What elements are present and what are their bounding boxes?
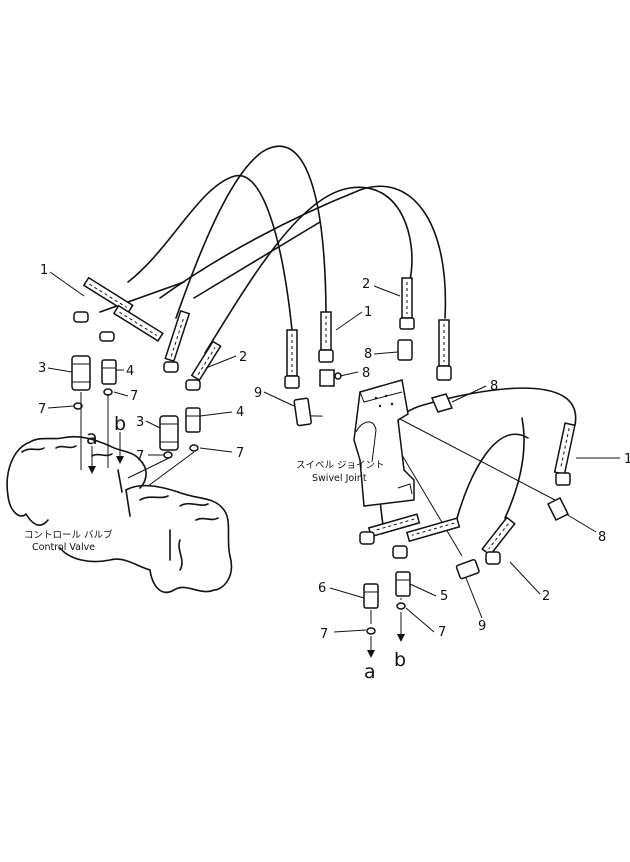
hose-end-r4: [481, 516, 516, 557]
callout-3: 3: [136, 415, 144, 430]
adapter-5: [395, 571, 411, 597]
port-arrows: [88, 432, 405, 658]
hose-route-4: [159, 185, 447, 319]
fitting-nut-r3: [392, 545, 408, 559]
hose-end-2a: [164, 309, 191, 363]
port-letters: a b a b: [86, 413, 406, 683]
hose-end-r3: [405, 517, 461, 543]
callout-1: 1: [624, 452, 630, 467]
callout-7: 7: [136, 449, 144, 464]
o-ring-7d: [189, 444, 199, 452]
hose-route-5: [99, 281, 185, 313]
control-valve-outline-top: [6, 435, 147, 497]
hose-route-2: [175, 145, 327, 319]
connector-3-left: [71, 355, 91, 391]
fitting-nut-r4: [485, 551, 501, 565]
hose-route-10: [397, 417, 556, 501]
callout-3: 3: [38, 361, 46, 376]
hose-end-1a: [82, 276, 134, 314]
control-valve-label-jp: コントロール バルブ: [24, 529, 113, 541]
control-valve-outline-right: [125, 484, 233, 594]
swivel-joint-body: [353, 379, 415, 507]
fitting-nut-c2: [318, 349, 334, 363]
port-label-b-left: b: [114, 413, 126, 435]
elbow-8a: [397, 339, 413, 361]
hose-end-2b: [190, 340, 222, 382]
fitting-nut-r2: [359, 531, 375, 545]
adapter-6: [363, 583, 379, 609]
fitting-9a: [293, 397, 323, 427]
fittings: [71, 339, 570, 635]
fitting-nut-2a: [163, 361, 179, 373]
callout-1: 1: [364, 305, 372, 320]
line-mid-b: [147, 451, 195, 487]
hose-ends-left: [73, 276, 222, 391]
port-label-a-left: a: [86, 427, 98, 449]
callout-7: 7: [38, 402, 46, 417]
callout-8: 8: [362, 366, 370, 381]
hose-route-6: [193, 221, 321, 299]
callout-2: 2: [362, 277, 370, 292]
port-label-b-bottom: b: [394, 649, 406, 671]
swivel-joint: [353, 379, 415, 507]
hose-ends-center: [284, 277, 452, 389]
o-ring-7f: [396, 602, 406, 610]
hose-route-1: [127, 174, 293, 331]
leader-lines: [47, 271, 620, 633]
callout-numbers: 1 3 4 7 7 3 4 7 7 2 9 2 1 8 8 8 1 8 2 5 …: [38, 263, 630, 642]
hose-end-1b: [112, 304, 164, 342]
callout-8: 8: [598, 530, 606, 545]
hose-route-7: [378, 387, 577, 533]
adapter-4-mid: [185, 407, 201, 433]
callout-7: 7: [438, 625, 446, 640]
line-mid-a: [127, 457, 170, 479]
swivel-joint-label-jp: スイベル ジョイント: [296, 460, 385, 471]
fitting-nut-2b: [185, 379, 201, 391]
callout-6: 6: [318, 581, 326, 596]
connection-lines: [80, 392, 402, 624]
fitting-nut-c3: [399, 317, 415, 330]
control-valve-label-en: Control Valve: [32, 542, 95, 553]
o-ring-7c: [163, 451, 173, 459]
fitting-nut-c4: [436, 365, 452, 381]
elbow-8d: [546, 496, 570, 522]
callout-5: 5: [440, 589, 448, 604]
hose-ends-right: [359, 422, 576, 565]
elbow-8b: [319, 369, 335, 387]
callout-9: 9: [254, 386, 262, 401]
control-valve: [6, 435, 233, 594]
callout-7: 7: [130, 389, 138, 404]
callout-9: 9: [478, 619, 486, 634]
o-ring-7e: [366, 627, 376, 635]
adapter-4-left: [101, 359, 117, 385]
callout-4: 4: [126, 364, 134, 379]
callout-8: 8: [364, 347, 372, 362]
hose-end-r1: [553, 422, 576, 476]
swivel-joint-label-en: Swivel Joint: [312, 473, 367, 484]
fitting-nut-c1: [284, 375, 300, 389]
port-label-a-bottom: a: [364, 661, 376, 683]
callout-7: 7: [236, 446, 244, 461]
callout-8: 8: [490, 379, 498, 394]
callout-2: 2: [542, 589, 550, 604]
fitting-nut-1a: [73, 311, 89, 323]
component-labels: コントロール バルブ Control Valve スイベル ジョイント Swiv…: [24, 460, 385, 553]
hose-route-3: [204, 186, 413, 354]
hose-route-9: [504, 417, 525, 519]
callout-1: 1: [40, 263, 48, 278]
hose-route-8: [455, 433, 529, 523]
fitting-nut-1b: [99, 331, 115, 342]
callout-4: 4: [236, 405, 244, 420]
connector-3-mid: [159, 415, 179, 451]
fitting-nut-r1: [555, 472, 571, 486]
callout-2: 2: [239, 350, 247, 365]
callout-7: 7: [320, 627, 328, 642]
fitting-9b: [455, 558, 480, 580]
elbow-8c: [430, 393, 454, 413]
